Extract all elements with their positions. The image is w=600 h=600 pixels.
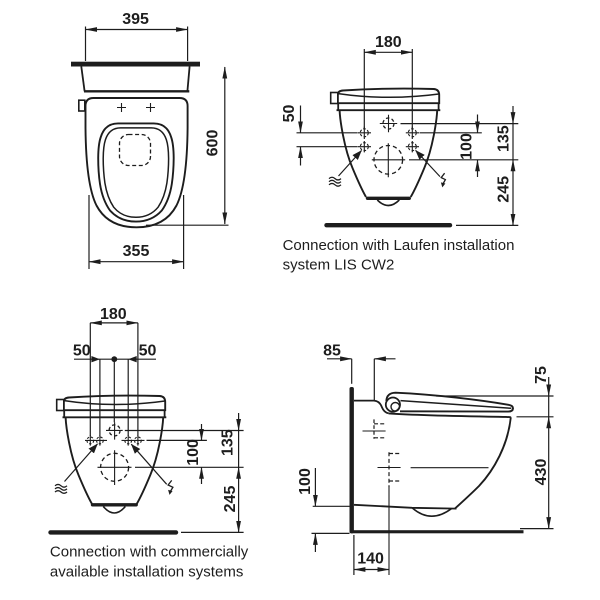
svg-text:135: 135 <box>220 429 237 456</box>
svg-text:600: 600 <box>205 130 222 157</box>
svg-text:100: 100 <box>185 439 202 466</box>
svg-text:245: 245 <box>496 176 513 203</box>
svg-text:100: 100 <box>297 468 314 495</box>
svg-text:system LIS CW2: system LIS CW2 <box>283 257 395 274</box>
svg-text:100: 100 <box>459 133 476 160</box>
svg-text:50: 50 <box>73 342 91 359</box>
svg-text:75: 75 <box>533 366 550 384</box>
svg-text:395: 395 <box>122 11 149 28</box>
svg-text:available installation systems: available installation systems <box>50 563 243 580</box>
svg-text:50: 50 <box>139 342 157 359</box>
svg-text:180: 180 <box>375 34 402 51</box>
svg-text:85: 85 <box>323 343 341 360</box>
svg-text:Connection with commercially: Connection with commercially <box>50 543 249 560</box>
svg-text:430: 430 <box>533 459 550 486</box>
svg-text:140: 140 <box>357 551 384 568</box>
svg-text:50: 50 <box>281 105 298 123</box>
svg-text:355: 355 <box>123 243 150 260</box>
svg-text:Connection with Laufen install: Connection with Laufen installation <box>283 237 515 254</box>
svg-text:180: 180 <box>100 306 127 323</box>
svg-text:245: 245 <box>222 486 239 513</box>
svg-text:135: 135 <box>496 125 513 152</box>
